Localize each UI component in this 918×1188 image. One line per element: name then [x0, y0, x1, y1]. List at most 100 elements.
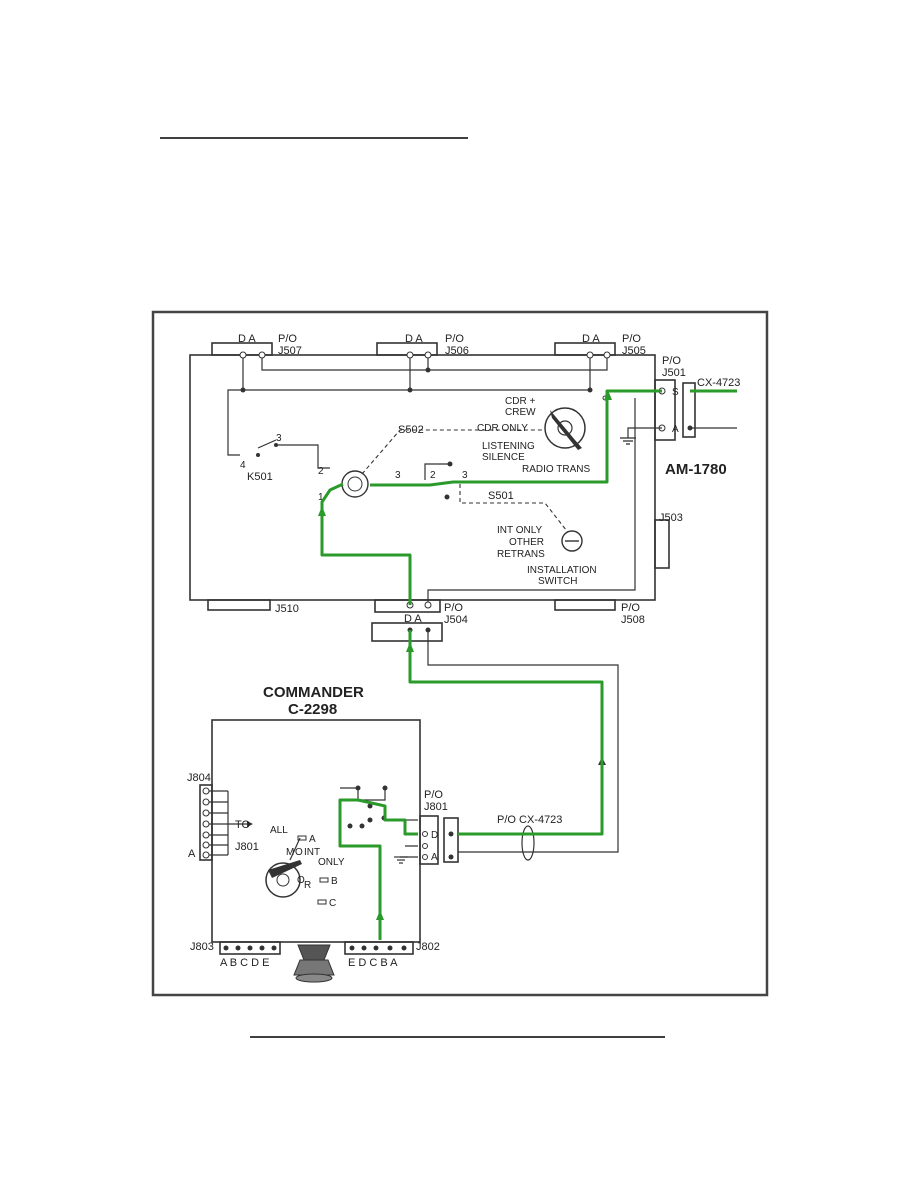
bus-d	[242, 355, 591, 391]
mon-letter-o2: O	[297, 875, 305, 886]
a-line-wire	[427, 630, 619, 853]
speaker-icon	[293, 944, 335, 983]
j804-connector	[199, 784, 213, 861]
k501-contact-3: 3	[276, 433, 282, 444]
s502-linkage	[361, 429, 545, 475]
j803-pins: A B C D E	[220, 957, 270, 969]
cable-clamp	[521, 825, 535, 861]
k501-contact-4: 4	[240, 460, 246, 471]
arrow-icon	[604, 390, 612, 400]
s501-pos-other: OTHER	[509, 537, 544, 548]
j508-id: J508	[621, 614, 645, 626]
j801-pin-d: D	[431, 830, 438, 841]
ground-icon	[620, 437, 636, 445]
j801-id: J801	[424, 801, 448, 813]
j503-connector	[654, 519, 670, 569]
mon-pos-only: ONLY	[318, 857, 345, 868]
s502-wafer	[341, 470, 369, 498]
wafer-2: 2	[430, 470, 436, 481]
j505-id: J505	[622, 345, 646, 357]
mon-pos-b: B	[331, 876, 338, 887]
j501-id: J501	[662, 367, 686, 379]
s501-pos-retrans: RETRANS	[497, 549, 545, 560]
commander-box	[211, 719, 421, 943]
s501-knob-icon	[561, 530, 583, 552]
j506-pins: D A	[405, 333, 423, 345]
j506-id: J506	[445, 345, 469, 357]
j501-pin-s: S	[672, 387, 679, 398]
mon-pos-c: C	[329, 898, 336, 909]
s502-pos-listening: LISTENING	[482, 441, 535, 452]
s501-caption-2: SWITCH	[538, 576, 577, 587]
s502-pos-cdr-only: CDR ONLY	[477, 423, 528, 434]
j505-pins: D A	[582, 333, 600, 345]
commander-title-1: COMMANDER	[263, 684, 364, 701]
s501-caption-1: INSTALLATION	[527, 565, 597, 576]
j501-po: P/O	[662, 355, 681, 367]
j804-pins	[202, 787, 229, 859]
mon-pos-all: ALL	[270, 825, 288, 836]
j508-po: P/O	[621, 602, 640, 614]
j503-id: J503	[659, 512, 683, 524]
s502-pos-cdr-plus: CDR +	[505, 396, 535, 407]
arrow-icon	[318, 506, 326, 516]
j803-connector	[219, 941, 281, 955]
am1780-name: AM-1780	[665, 461, 727, 478]
j507-id: J507	[278, 345, 302, 357]
signal-path	[318, 389, 737, 940]
wafer-3a: 3	[395, 470, 401, 481]
mon-pos-int: INT	[304, 847, 320, 858]
j802-id: J802	[416, 941, 440, 953]
commander-title-2: C-2298	[288, 701, 337, 718]
arrow-icon	[406, 642, 414, 652]
mon-letter-r: R	[304, 880, 311, 891]
am1780-unit: AM-1780 D A P/O J507 D A P/O J506 D A P/…	[189, 333, 740, 642]
s501-pos-int-only: INT ONLY	[497, 525, 543, 536]
wafer-3b: 3	[462, 470, 468, 481]
figure-frame	[151, 310, 769, 997]
s502-pos-radio-trans: RADIO TRANS	[522, 464, 590, 475]
k501-label: K501	[247, 471, 273, 483]
j802-pins: E D C B A	[348, 957, 398, 969]
s502-label: S502	[398, 424, 424, 436]
j801-pin-a: A	[431, 852, 438, 863]
j505-connector	[554, 342, 616, 356]
s502-pos-crew: CREW	[505, 407, 536, 418]
arrow-icon	[376, 910, 384, 920]
signal-path-s502	[320, 482, 412, 605]
to-target: J801	[235, 841, 259, 853]
cx4723-plug	[682, 382, 696, 438]
j507-pins: D A	[238, 333, 256, 345]
j507-po: P/O	[278, 333, 297, 345]
ground-icon	[394, 856, 408, 864]
j505-po: P/O	[622, 333, 641, 345]
j802-connector	[344, 941, 414, 955]
j504-pins: D A	[404, 613, 422, 625]
cable-label: P/O CX-4723	[497, 814, 562, 826]
j801-connector	[419, 815, 439, 865]
j804-id: J804	[187, 772, 211, 784]
j801-po: P/O	[424, 789, 443, 801]
j504-connector-bottom	[371, 622, 443, 642]
j506-po: P/O	[445, 333, 464, 345]
mon-letter-o: O	[295, 847, 303, 858]
j804-side-pin: A	[188, 848, 196, 860]
j510-connector	[207, 599, 271, 611]
j510-id: J510	[275, 603, 299, 615]
j504-po: P/O	[444, 602, 463, 614]
cx4723-top-label: CX-4723	[697, 377, 740, 389]
j501-pin-a: A	[672, 424, 679, 435]
signal-path-cable	[408, 630, 604, 836]
j501-connector	[654, 379, 676, 441]
k501-contact-1: 1	[318, 492, 324, 503]
j504-connector-top	[374, 599, 441, 613]
rotary-switch-icon	[265, 860, 302, 898]
j504-id: J504	[444, 614, 468, 626]
cx4723-plug-bottom	[443, 817, 459, 863]
j508-connector	[554, 599, 616, 611]
commander-unit: COMMANDER C-2298 J804 A TO J801 ALL	[187, 684, 562, 983]
s501-label: S501	[488, 490, 514, 502]
j803-id: J803	[190, 941, 214, 953]
signal-path-upper	[370, 389, 737, 487]
